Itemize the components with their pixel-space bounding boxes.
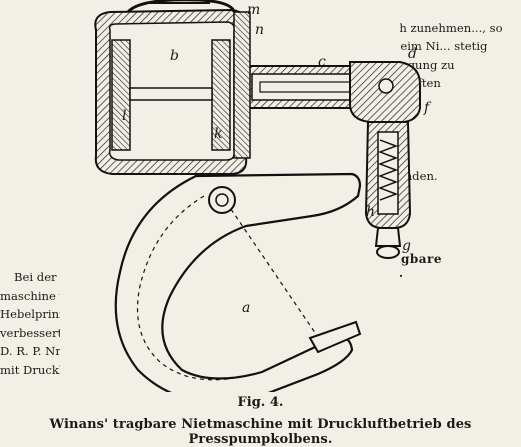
label-n: n bbox=[255, 22, 264, 38]
label-b: b bbox=[170, 48, 179, 64]
rivet-pump-head bbox=[349, 61, 421, 259]
label-f: f bbox=[423, 100, 432, 116]
label-c: c bbox=[318, 54, 326, 70]
label-a: a bbox=[242, 300, 250, 316]
label-h: h bbox=[366, 204, 375, 220]
drawing-labels: m n b c d f l k h g a bbox=[122, 2, 432, 316]
label-g: g bbox=[402, 238, 411, 254]
figure-caption: Winans' tragbare Nietmaschine mit Druckl… bbox=[49, 417, 472, 447]
label-m: m bbox=[247, 2, 260, 18]
label-d: d bbox=[408, 46, 417, 62]
riveting-machine-drawing: m n b c d f l k h g a bbox=[94, 0, 432, 392]
figure-label: Fig. 4. bbox=[237, 395, 284, 410]
air-cylinder bbox=[94, 0, 248, 175]
guard-frame bbox=[233, 11, 251, 159]
label-l: l bbox=[122, 108, 126, 124]
label-k: k bbox=[214, 126, 222, 142]
c-frame-yoke bbox=[114, 172, 362, 392]
